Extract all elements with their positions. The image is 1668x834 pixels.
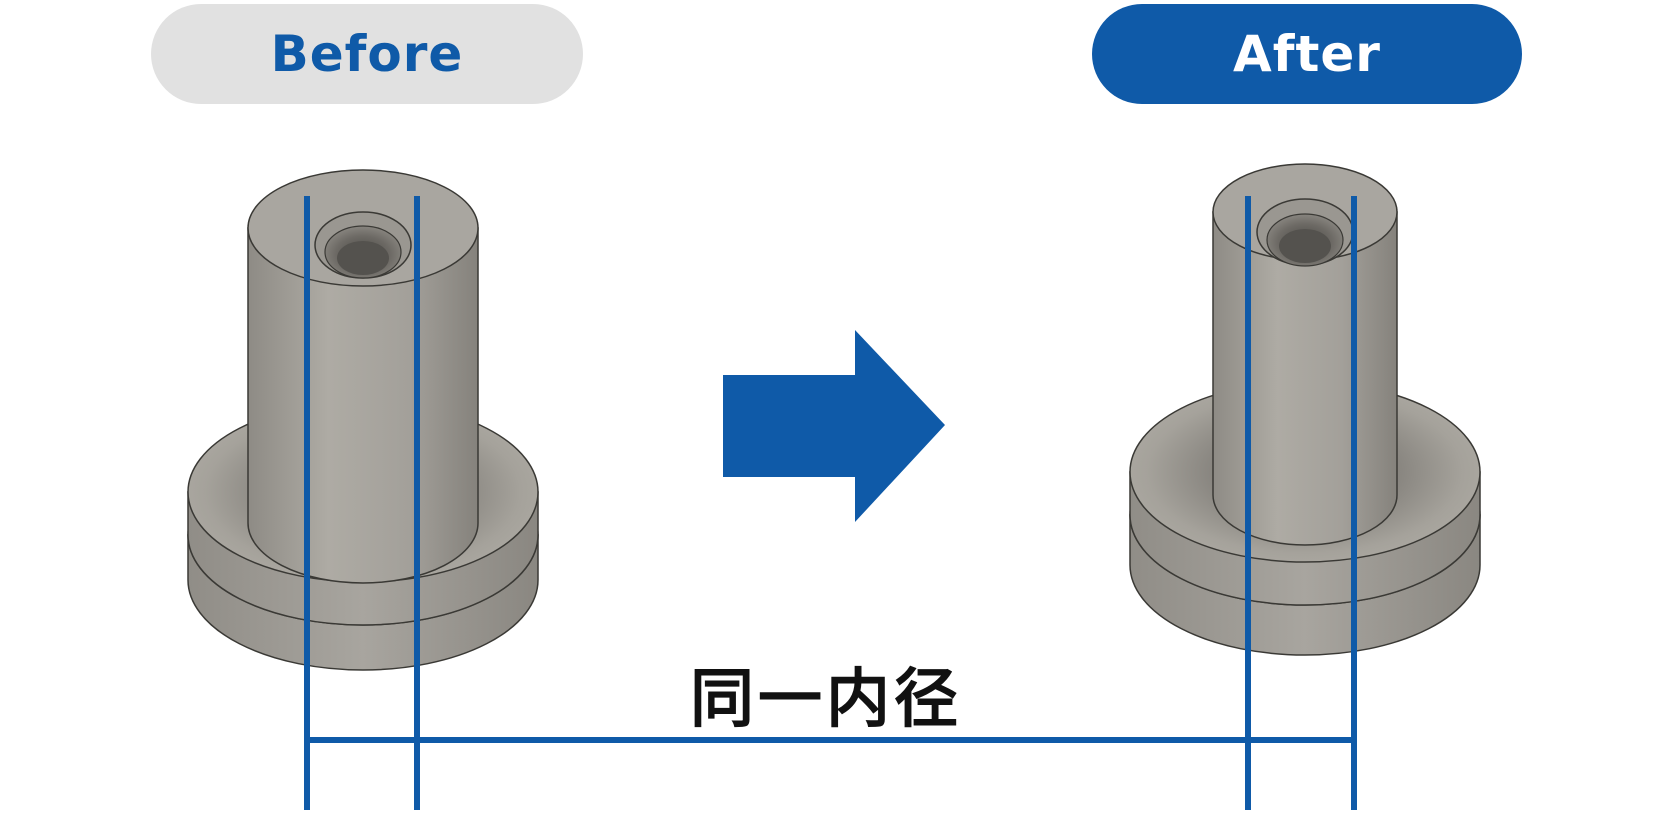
before-label: Before — [270, 25, 464, 83]
same-inner-diameter-caption: 同一内径 — [690, 663, 962, 737]
inner-diameter-guides — [304, 196, 1357, 810]
after-label: After — [1233, 25, 1381, 83]
before-label-pill: Before — [151, 4, 583, 104]
right-arrow-icon — [723, 330, 945, 522]
after-part — [1129, 163, 1481, 656]
after-label-pill: After — [1092, 4, 1522, 104]
before-part — [187, 169, 539, 671]
